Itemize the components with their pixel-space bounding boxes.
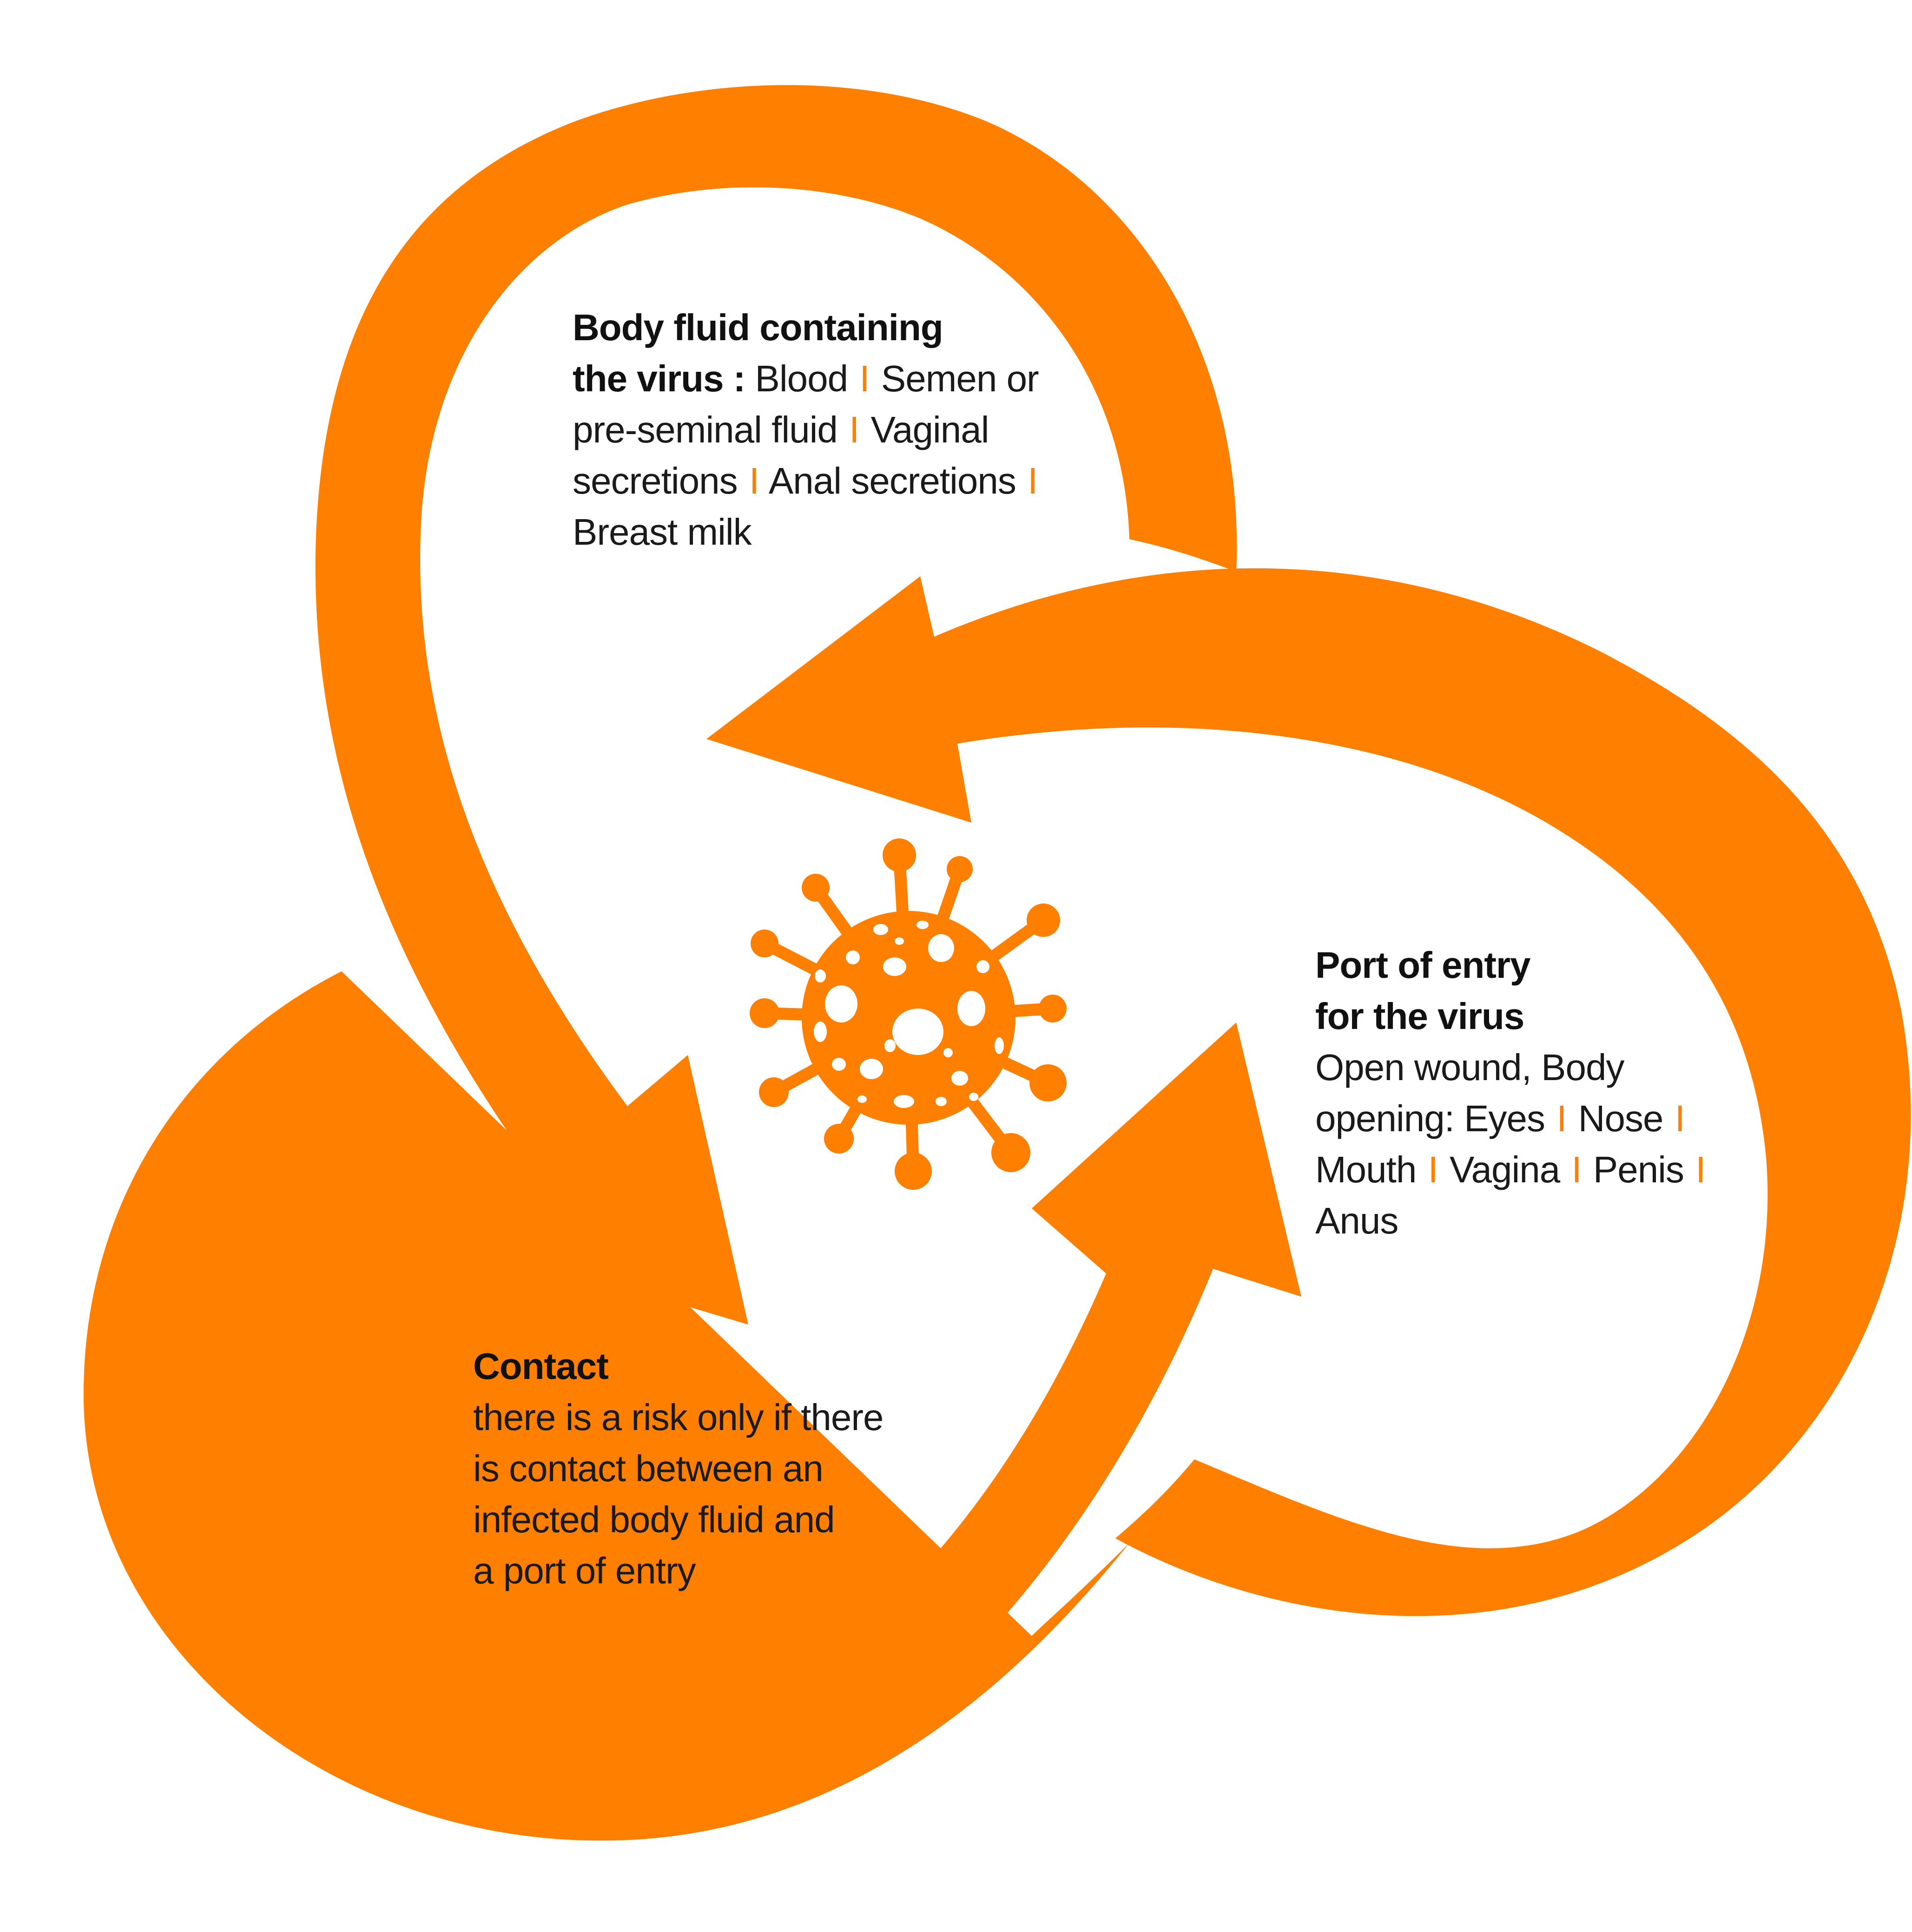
- separator: I: [1428, 1149, 1438, 1190]
- cycle-arrows: [84, 85, 1911, 1841]
- fluid-item-semen: Semen or: [881, 358, 1039, 399]
- contact-line-2: is contact between an: [473, 1448, 824, 1489]
- port-item-penis: Penis: [1593, 1149, 1684, 1190]
- port-heading-line2: for the virus: [1315, 996, 1524, 1037]
- separator: I: [1556, 1098, 1567, 1139]
- separator: I: [1028, 460, 1038, 501]
- body-fluid-block: Body fluid containing the virus : Blood …: [573, 302, 1039, 558]
- contact-block: Contact there is a risk only if there is…: [473, 1341, 883, 1596]
- port-intro-1: Open wound, Body: [1315, 1047, 1624, 1088]
- arrow-port-to-fluid: [706, 568, 1911, 1616]
- contact-line-1: there is a risk only if there: [473, 1397, 883, 1438]
- fluid-item-vaginal: Vaginal: [870, 409, 989, 450]
- port-item-mouth: Mouth: [1315, 1149, 1417, 1190]
- fluid-item-secretions: secretions: [573, 460, 738, 501]
- fluid-item-breast-milk: Breast milk: [573, 511, 752, 553]
- virus-icon: [750, 838, 1067, 1190]
- separator: I: [1675, 1098, 1685, 1139]
- body-fluid-heading-line2: the virus :: [573, 358, 745, 399]
- contact-line-3: infected body fluid and: [473, 1499, 835, 1540]
- port-item-anus: Anus: [1315, 1200, 1398, 1241]
- port-intro-2: opening: Eyes: [1315, 1098, 1545, 1139]
- separator: I: [1571, 1149, 1582, 1190]
- separator: I: [849, 409, 859, 450]
- port-heading-line1: Port of entry: [1315, 944, 1531, 986]
- port-item-nose: Nose: [1578, 1098, 1664, 1139]
- arrow-fluid-to-contact: [315, 85, 1237, 1325]
- contact-line-4: a port of entry: [473, 1550, 696, 1591]
- separator: I: [859, 358, 870, 399]
- fluid-item-blood: Blood: [755, 358, 849, 399]
- fluid-item-anal: Anal secretions: [768, 460, 1016, 501]
- fluid-item-pre-seminal: pre-seminal fluid: [573, 409, 838, 450]
- port-item-vagina: Vagina: [1450, 1149, 1560, 1190]
- separator: I: [1695, 1149, 1706, 1190]
- port-of-entry-block: Port of entry for the virus Open wound, …: [1315, 940, 1708, 1246]
- body-fluid-heading-line1: Body fluid containing: [573, 307, 943, 348]
- separator: I: [749, 460, 759, 501]
- contact-heading: Contact: [473, 1345, 609, 1387]
- virus-spots: [814, 921, 1004, 1108]
